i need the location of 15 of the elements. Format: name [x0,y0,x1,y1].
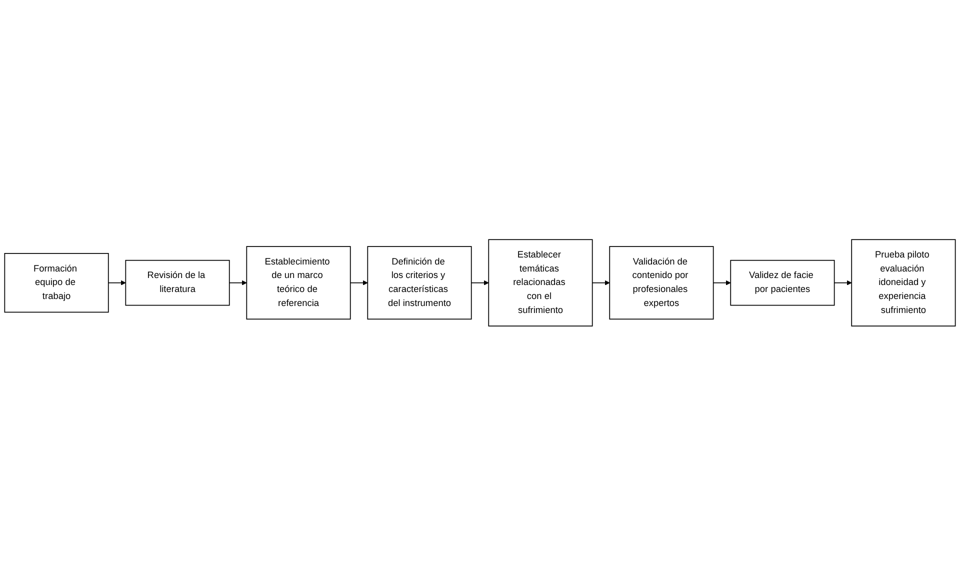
node-box: Prueba piloto evaluación idoneidad y experiencia sufrimiento [851,238,956,326]
node-box: Revisión de la literatura [125,260,230,306]
arrow [228,280,247,286]
arrow [470,280,489,286]
arrow [834,280,852,286]
arrow [108,280,126,286]
node-box: Formación equipo de trabajo [4,252,109,312]
node-box: Validez de facie por pacientes [730,260,835,306]
node-box: Validación de contenido por profesionales expertos [609,246,714,320]
arrow [592,280,610,286]
node-box: Definición de los criterios y características del instrumento [367,246,472,320]
node-box: Establecer temáticas relacionadas con el sufrimiento [488,238,593,326]
arrow [712,280,731,286]
node-box: Establecimiento de un marco teórico de referencia [246,246,351,320]
arrow [350,280,368,286]
